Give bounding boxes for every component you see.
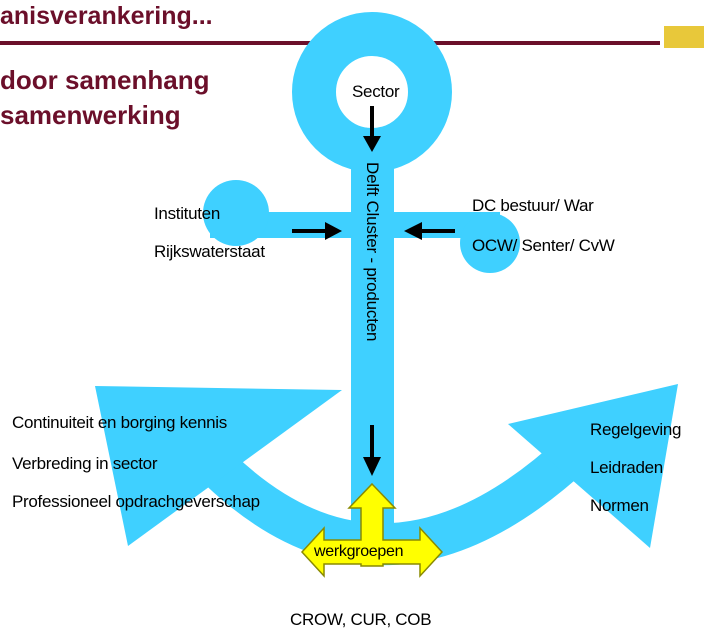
right-arm-label-1: DC bestuur/ War	[472, 196, 594, 215]
left-arm-label-2: Rijkswaterstaat	[154, 242, 265, 261]
anchor-left-fluke	[95, 386, 342, 546]
crossbar-left-knob	[203, 180, 269, 246]
anchor-right-fluke	[508, 384, 678, 548]
right-fluke-label-3: Normen	[590, 496, 649, 515]
center-label: werkgroepen	[314, 543, 404, 560]
sector-label: Sector	[352, 82, 400, 101]
arrow-left-in	[325, 222, 342, 240]
slide-title: anisverankering...	[0, 2, 213, 30]
arrow-right-in	[404, 222, 422, 240]
arrow-sector-down	[363, 136, 381, 152]
left-fluke-label-2: Verbreding in sector	[12, 454, 158, 473]
left-fluke-label-1: Continuiteit en borging kennis	[12, 413, 227, 432]
slide-subtitle-line1: door samenhang	[0, 65, 210, 95]
slide-subtitle-line2: samenwerking	[0, 100, 181, 130]
arrows	[292, 106, 455, 476]
right-arm-label-2: OCW/ Senter/ CvW	[472, 236, 615, 255]
right-fluke-label-2: Leidraden	[590, 458, 663, 477]
right-fluke-label-1: Regelgeving	[590, 420, 682, 439]
left-arm-label-1: Instituten	[154, 204, 220, 223]
arrow-shaft-down	[363, 457, 381, 476]
bottom-label: CROW, CUR, COB	[290, 610, 432, 629]
left-fluke-label-3: Professioneel opdrachgeverschap	[12, 492, 260, 511]
center-four-way-arrow	[300, 482, 444, 578]
title-accent-box	[664, 26, 704, 48]
crossbar-right-knob	[460, 213, 520, 273]
shaft-label: Delft Cluster - producten	[363, 162, 382, 342]
